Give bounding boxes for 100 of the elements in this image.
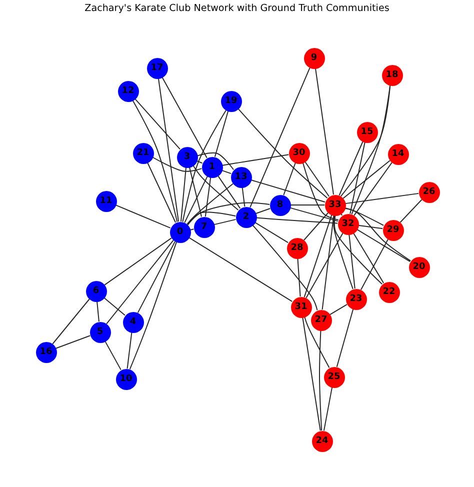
network-node: 12: [118, 80, 138, 102]
edge-line: [252, 224, 318, 311]
network-node: 0: [170, 222, 190, 242]
edge-line: [188, 166, 202, 218]
edge-line: [344, 208, 384, 226]
edge-line: [184, 176, 208, 224]
edge-line: [134, 98, 180, 150]
edge-line: [356, 228, 411, 262]
edge-line: [250, 180, 326, 202]
network-node: 33: [324, 194, 346, 216]
edge-line: [360, 238, 389, 290]
network-node: 7: [194, 216, 214, 238]
edge-line: [322, 214, 334, 310]
network-node: 16: [36, 342, 56, 362]
edge-line: [214, 110, 229, 158]
edge-line: [352, 232, 384, 284]
edge-line: [132, 100, 178, 222]
network-node: 20: [408, 256, 430, 278]
edge-line: [336, 308, 354, 368]
network-node: 23: [346, 288, 366, 310]
edge-line: [192, 165, 239, 210]
network-node: 15: [356, 122, 378, 142]
edge-line: [358, 224, 384, 230]
network-node: 31: [290, 296, 312, 318]
network-node: 32: [338, 214, 358, 234]
network-node: 18: [382, 64, 402, 86]
edge-line: [344, 192, 420, 204]
edge-line: [290, 207, 338, 222]
edge-line: [152, 156, 202, 172]
edge-line: [129, 241, 178, 370]
edge-line: [340, 213, 343, 216]
edge-line: [221, 170, 232, 174]
edge-line: [242, 186, 246, 208]
network-node: 24: [312, 430, 332, 452]
edge-line: [106, 240, 174, 324]
edge-line: [306, 232, 344, 298]
edge-line: [348, 234, 356, 290]
network-node: 21: [132, 142, 154, 164]
edge-line: [196, 152, 234, 170]
network-node: 6: [86, 280, 106, 302]
edge-line: [222, 154, 290, 166]
network-node: 13: [230, 166, 252, 188]
edge-line: [254, 222, 289, 244]
edge-line: [303, 212, 329, 241]
edge-line: [238, 108, 328, 198]
edge-line: [146, 162, 176, 223]
edge-line: [104, 340, 122, 370]
edge-line: [330, 304, 348, 316]
edge-line: [186, 183, 234, 225]
network-node: 9: [304, 48, 324, 68]
edge-line: [354, 162, 392, 216]
edge-line: [104, 297, 126, 316]
network-node: 29: [382, 220, 404, 240]
edge-line: [344, 208, 412, 262]
edge-line: [187, 202, 270, 226]
edge-line: [400, 199, 422, 223]
network-node: 19: [220, 90, 242, 112]
network-node: 3: [176, 146, 198, 168]
edge-line: [323, 386, 333, 432]
edge-line: [342, 160, 390, 199]
edge-line: [52, 298, 90, 344]
network-node: 2: [236, 206, 256, 228]
edge-line: [256, 217, 338, 224]
edge-line: [302, 316, 321, 432]
network-node: 30: [288, 142, 310, 164]
edge-line: [350, 142, 366, 214]
network-node: 25: [324, 366, 344, 388]
edge-line: [304, 214, 332, 298]
network-node: 11: [96, 190, 116, 212]
edge-line: [255, 208, 271, 214]
edge-line: [333, 214, 354, 290]
edge-line: [314, 68, 334, 196]
edge-line: [126, 332, 132, 370]
edge-line: [180, 166, 187, 222]
edge-line: [182, 110, 227, 222]
edge-line: [217, 175, 241, 209]
edge-line: [104, 238, 172, 286]
edge-line: [340, 84, 391, 197]
edge-line: [319, 330, 322, 431]
edge-line: [250, 67, 310, 208]
network-node: 22: [378, 282, 400, 302]
edge-line: [96, 300, 100, 322]
edge-line: [334, 215, 383, 285]
edge-line: [137, 240, 176, 314]
edge-line: [55, 335, 91, 349]
edge-line: [283, 162, 296, 196]
network-node: 28: [286, 238, 308, 258]
edge-line: [290, 204, 325, 206]
edge-line: [187, 212, 236, 226]
edge-line: [338, 141, 364, 196]
network-node: 8: [270, 194, 290, 216]
edge-line: [304, 161, 330, 197]
edge-line: [188, 237, 293, 302]
edge-line: [204, 176, 212, 218]
chart-title: Zachary's Karate Club Network with Ground Truth Communities: [84, 4, 390, 15]
edge-line: [304, 316, 330, 368]
network-node: 17: [146, 58, 168, 78]
network-node: 1: [202, 156, 222, 178]
edge-line: [158, 78, 180, 222]
edge-line: [115, 204, 171, 228]
